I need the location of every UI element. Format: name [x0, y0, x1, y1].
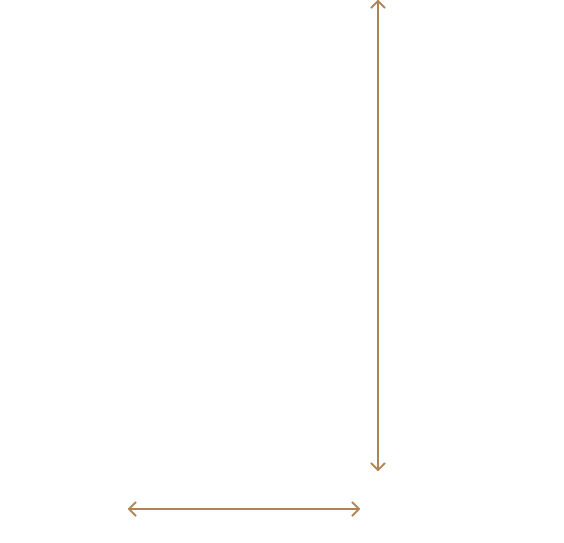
vertical-arrow-head-top: [370, 0, 386, 9]
vertical-arrow-head-bottom: [370, 462, 386, 471]
horizontal-resize-arrow-icon[interactable]: [128, 501, 360, 517]
vertical-resize-arrow-icon[interactable]: [370, 0, 386, 471]
horizontal-arrow-head-left: [128, 501, 137, 517]
horizontal-arrow-head-right: [351, 501, 360, 517]
